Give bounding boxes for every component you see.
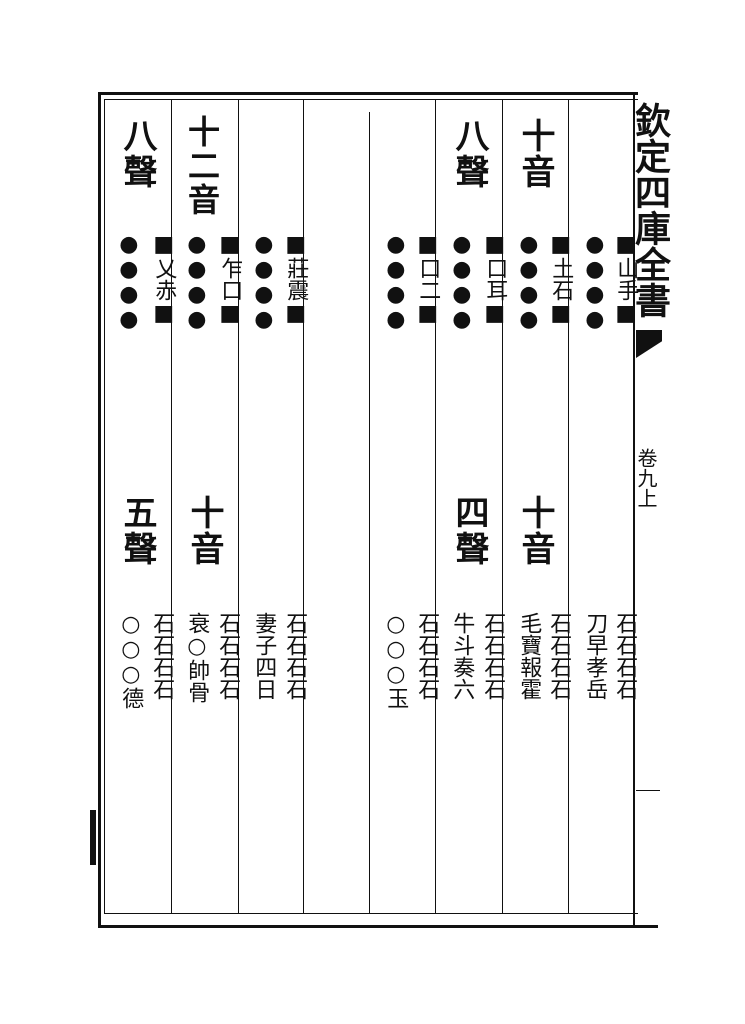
column-1-chars-left: ○○○德 bbox=[118, 612, 144, 709]
column-divider bbox=[568, 100, 569, 913]
column-6-chars-right: 石石石石 bbox=[480, 612, 506, 700]
book-title: 欽定四庫全書 bbox=[629, 102, 671, 318]
column-6-top-title: 八聲 bbox=[449, 118, 489, 190]
column-1-top-title: 八聲 bbox=[117, 118, 157, 190]
volume-label: 卷九上 bbox=[634, 448, 658, 508]
margin-line bbox=[636, 790, 660, 791]
column-1-marks-right: ■乂赤■ bbox=[151, 232, 177, 326]
column-6-bottom-title: 四聲 bbox=[449, 495, 489, 567]
column-divider bbox=[502, 100, 503, 913]
column-6-chars-left: 牛斗奏六 bbox=[449, 612, 475, 700]
column-2-marks-left: ●●●● bbox=[184, 232, 210, 332]
frame-left-inner-rule bbox=[104, 99, 105, 914]
column-5-marks-right: ■口二■ bbox=[415, 232, 441, 326]
column-8-marks-left: ●●●● bbox=[582, 232, 608, 332]
column-8-marks-right: ■山手■ bbox=[613, 232, 639, 326]
column-3-marks-right: ■莊震■ bbox=[283, 232, 309, 326]
column-3-marks-left: ●●●● bbox=[251, 232, 277, 332]
column-divider bbox=[369, 112, 370, 913]
column-7-top-title: 十音 bbox=[515, 118, 555, 190]
column-6-marks-left: ●●●● bbox=[449, 232, 475, 332]
column-1-bottom-title: 五聲 bbox=[117, 495, 157, 567]
frame-top-rule bbox=[98, 92, 638, 95]
column-8-chars-left: 刀早孝岳 bbox=[582, 612, 608, 700]
column-2-bottom-title: 十音 bbox=[184, 495, 224, 567]
column-divider bbox=[238, 100, 239, 913]
column-2-top-title: 十二音 bbox=[183, 115, 221, 217]
column-8-chars-right: 石石石石 bbox=[612, 612, 638, 700]
column-7-chars-right: 石石石石 bbox=[546, 612, 572, 700]
column-5-chars-left: ○○○玉 bbox=[383, 612, 409, 709]
column-7-marks-left: ●●●● bbox=[516, 232, 542, 332]
binding-mark bbox=[90, 810, 96, 865]
column-divider bbox=[435, 100, 436, 913]
column-5-marks-left: ●●●● bbox=[383, 232, 409, 332]
column-divider bbox=[633, 92, 635, 928]
frame-left-rule bbox=[98, 92, 101, 928]
frame-top-inner-rule bbox=[104, 99, 638, 100]
column-7-chars-left: 毛寶報霍 bbox=[516, 612, 542, 700]
fish-tail-mark bbox=[636, 330, 662, 358]
column-divider bbox=[171, 100, 172, 913]
column-divider bbox=[303, 100, 304, 913]
column-1-marks-left: ●●●● bbox=[116, 232, 142, 332]
column-1-chars-right: 石石石石 bbox=[149, 612, 175, 700]
column-6-marks-right: ■口耳■ bbox=[482, 232, 508, 326]
column-3-chars-left: 妻子四日 bbox=[251, 612, 277, 700]
column-2-chars-right: 石石石石 bbox=[215, 612, 241, 700]
column-5-chars-right: 石石石石 bbox=[414, 612, 440, 700]
frame-bottom-inner-rule bbox=[104, 913, 638, 914]
column-7-bottom-title: 十音 bbox=[515, 495, 555, 567]
column-3-chars-right: 石石石石 bbox=[282, 612, 308, 700]
column-2-chars-left: 衰○帥骨 bbox=[184, 612, 210, 703]
column-2-marks-right: ■乍口■ bbox=[217, 232, 243, 326]
frame-bottom-rule bbox=[98, 925, 658, 928]
column-7-marks-right: ■土石■ bbox=[548, 232, 574, 326]
